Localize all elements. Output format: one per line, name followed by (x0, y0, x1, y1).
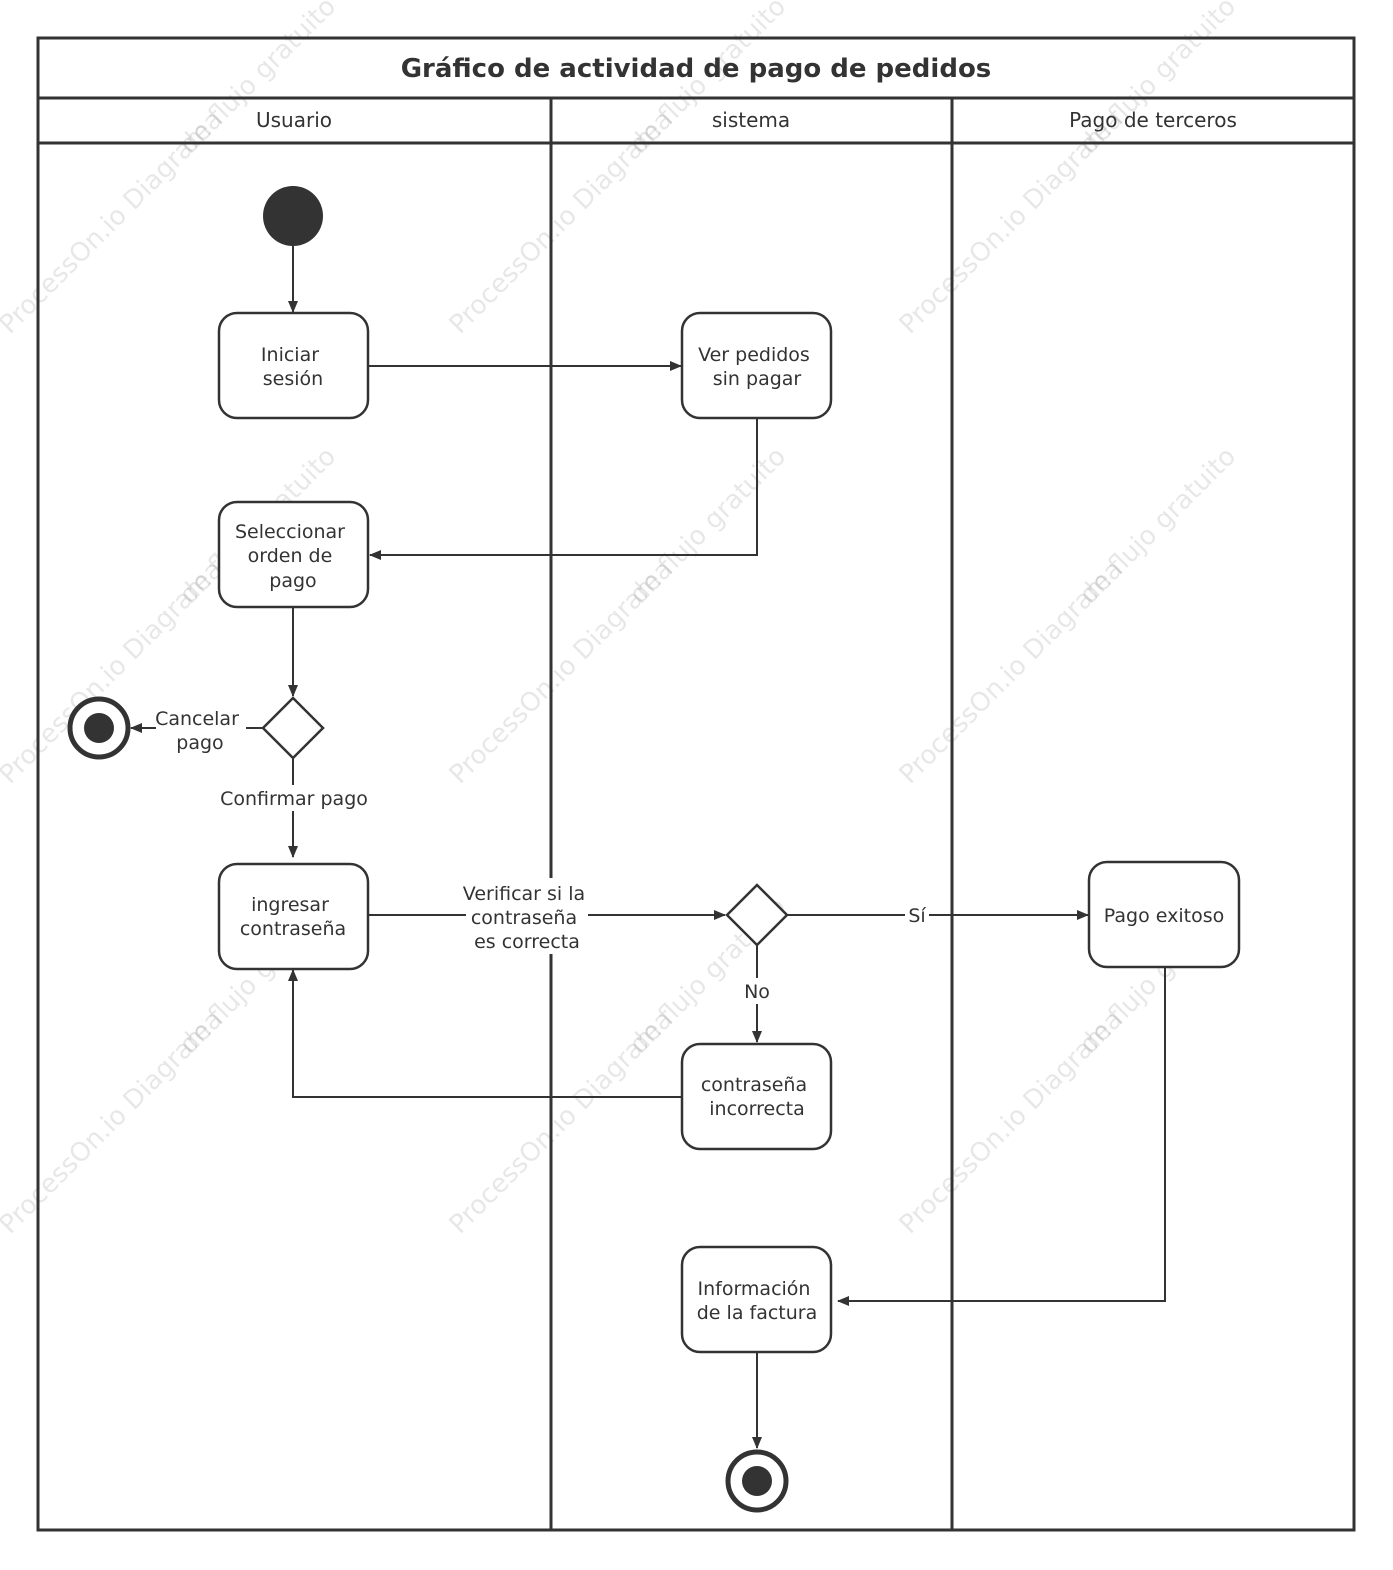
activity-label: Ver pedidos (698, 344, 810, 366)
edge-label: pago (176, 732, 223, 754)
lane-header-system: sistema (712, 108, 790, 132)
activity-label: Información (697, 1278, 810, 1300)
diagram-frame (36, 36, 1356, 1532)
activity-login: Iniciar sesión (217, 311, 370, 420)
decision-password (725, 883, 789, 947)
edge-label: es correcta (474, 931, 580, 953)
svg-text:ingresar contraseña: ingresar contraseña (240, 894, 346, 940)
activity-label: Iniciar (261, 344, 319, 366)
connectors (130, 246, 1166, 1449)
activity-wrong-password: contraseña incorrecta (680, 1042, 833, 1151)
watermark-text: de flujo gratuito (624, 442, 792, 610)
svg-text:Verificar si la contrase: Verificar si la contraseña es correcta (463, 883, 591, 953)
watermark-text: de flujo gratuito (1074, 442, 1242, 610)
svg-text:Seleccionar orden de: Seleccionar orden de pago (235, 521, 351, 592)
edge-label-confirm: Confirmar pago (218, 785, 370, 811)
edge-view-orders-to-select (369, 418, 758, 560)
edge-label-verify: Verificar si la contraseña es correcta (463, 878, 591, 954)
activity-select-order: Seleccionar orden de pago (217, 500, 370, 609)
activity-payment-success: Pago exitoso (1087, 860, 1241, 969)
watermark-layer: ProcessOn.io Diagrama de flujo gratuito … (0, 0, 1242, 1240)
activity-label: orden de (248, 545, 333, 567)
diagram-title: Gráfico de actividad de pago de pedidos (401, 54, 992, 84)
activity-label: sin pagar (713, 368, 802, 390)
activity-invoice: Información de la factura (680, 1245, 833, 1354)
activity-view-orders: Ver pedidos sin pagar (680, 311, 833, 420)
activity-label: pago (269, 570, 316, 592)
edge-label-cancel: Cancelar pago (155, 704, 246, 756)
activity-label: ingresar (251, 894, 329, 916)
watermark-text: de flujo gratuito (1074, 0, 1242, 160)
svg-text:Iniciar sesión: Iniciar sesión (261, 344, 325, 390)
end-node-cancel (67, 696, 131, 760)
edge-label: contraseña (471, 907, 577, 929)
edge-label-no: No (741, 978, 773, 1004)
activity-label: sesión (263, 368, 323, 390)
lane-header-user: Usuario (256, 108, 332, 132)
lane-header-third-party: Pago de terceros (1069, 108, 1237, 132)
edge-label: No (744, 981, 770, 1003)
activity-label: incorrecta (709, 1098, 805, 1120)
activity-label: contraseña (240, 918, 346, 940)
activity-enter-password: ingresar contraseña (217, 862, 370, 971)
svg-text:Ver pedidos sin pagar: Ver pedidos sin pagar (698, 344, 816, 390)
edge-success-to-invoice (837, 967, 1166, 1306)
svg-text:contraseña incorrecta: contraseña incorrecta (701, 1074, 813, 1120)
activity-label: contraseña (701, 1074, 807, 1096)
edge-label: Sí (908, 905, 926, 927)
activity-label: Seleccionar (235, 521, 345, 543)
watermark-text: de flujo gratuito (174, 0, 342, 160)
decision-payment (261, 696, 325, 760)
edge-retry-password (288, 969, 681, 1098)
edge-label: Confirmar pago (220, 788, 368, 810)
svg-text:Cancelar pago: Cancelar pago (155, 708, 245, 754)
svg-text:Pago exitoso: Pago exitoso (1104, 905, 1224, 927)
activity-label: Pago exitoso (1104, 905, 1224, 927)
edge-label: Cancelar (155, 708, 239, 730)
svg-text:Información de la factur: Información de la factura (697, 1278, 817, 1324)
activity-label: de la factura (697, 1302, 817, 1324)
edge-label-yes: Sí (905, 903, 929, 927)
end-node-final (725, 1449, 789, 1513)
start-node (263, 186, 323, 246)
edge-label: Verificar si la (463, 883, 585, 905)
